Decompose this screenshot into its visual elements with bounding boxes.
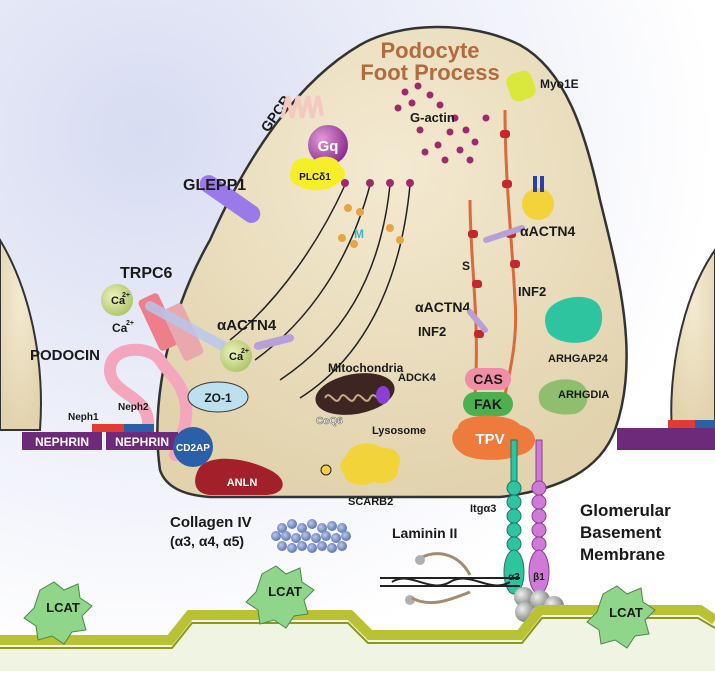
nephrin-far-right-icon bbox=[617, 428, 715, 450]
g-actin-label: G-actin bbox=[410, 110, 455, 125]
myosin-beads bbox=[338, 204, 404, 248]
tpv-label: TPV bbox=[475, 431, 504, 448]
actn4-label-right: αACTN4 bbox=[520, 223, 575, 239]
integrin-beta1-chain bbox=[528, 439, 550, 595]
integrin-b1-label: β1 bbox=[533, 572, 545, 583]
actn4-label-left: αACTN4 bbox=[217, 317, 277, 334]
glepp1-icon bbox=[199, 175, 261, 223]
calcium-ion-inside-charge: 2+ bbox=[241, 348, 249, 355]
actn4-ring-stalk-b bbox=[540, 176, 544, 192]
gq-protein-icon bbox=[308, 125, 348, 165]
collagen-label-line1: Collagen IV bbox=[170, 514, 252, 531]
calcium-ion-inside-label: Ca bbox=[229, 351, 244, 363]
adck4-icon bbox=[376, 386, 390, 404]
gpcr-receptor-icon bbox=[280, 95, 324, 119]
diagram-title-line1: Podocyte bbox=[380, 38, 479, 63]
anln-icon bbox=[195, 458, 283, 495]
calcium-flux-arrow bbox=[145, 301, 235, 355]
neph1-label: Neph1 bbox=[68, 412, 99, 423]
lcat-icon-1 bbox=[23, 581, 93, 645]
gbm-label-line2: Basement bbox=[580, 523, 662, 542]
arhgdia-label: ARHGDIA bbox=[558, 389, 609, 401]
lcat-label-2: LCAT bbox=[268, 584, 302, 599]
fak-label: FAK bbox=[474, 396, 502, 412]
cas-icon bbox=[465, 368, 511, 390]
podocin-icon bbox=[103, 343, 193, 461]
anln-label: ANLN bbox=[227, 477, 258, 489]
coq6-label: CoQ6 bbox=[316, 416, 343, 427]
nephrin-right-label: NEPHRIN bbox=[115, 435, 169, 449]
lysosome-icon bbox=[340, 443, 401, 485]
neph2-far-right-icon bbox=[695, 420, 715, 428]
arhgap24-icon bbox=[545, 296, 603, 343]
calcium-ion-inside-icon bbox=[220, 340, 252, 372]
calcium-ion-outside-charge: 2+ bbox=[122, 292, 130, 299]
neph1-icon bbox=[92, 424, 132, 432]
lcat-icon-2 bbox=[245, 565, 315, 629]
laminin-icon bbox=[380, 552, 520, 605]
cas-label: CAS bbox=[473, 371, 503, 387]
calcium-ion-channel-charge: 2+ bbox=[126, 320, 134, 327]
lysosome-label: Lysosome bbox=[372, 425, 426, 437]
fak-icon bbox=[463, 392, 513, 416]
zo1-label: ZO-1 bbox=[204, 391, 232, 405]
stress-fiber-ends bbox=[341, 179, 414, 187]
cd2ap-icon bbox=[173, 427, 213, 467]
neph2-label: Neph2 bbox=[118, 402, 149, 413]
actin-s-label: S bbox=[462, 259, 470, 273]
laminin-label: Laminin II bbox=[392, 525, 457, 541]
arhgap24-label: ARHGAP24 bbox=[548, 353, 609, 365]
gq-label: Gq bbox=[318, 138, 339, 155]
itga3-label: Itgα3 bbox=[470, 503, 496, 515]
nephrin-right-icon bbox=[106, 432, 178, 450]
mitochondria-label: Mitochondria bbox=[328, 361, 404, 375]
gbm-label-line3: Membrane bbox=[580, 545, 665, 564]
calcium-ion-outside-icon bbox=[101, 284, 133, 316]
calcium-ion-channel-label: Ca bbox=[112, 321, 128, 335]
plc-delta1-icon bbox=[290, 156, 345, 191]
cd2ap-label: CD2AP bbox=[176, 443, 210, 454]
actn4-ring-stalk-a bbox=[533, 176, 537, 192]
mitochondria-cristae bbox=[324, 394, 386, 402]
calcium-ion-outside-label: Ca bbox=[111, 295, 126, 307]
adck4-label: ADCK4 bbox=[398, 372, 437, 384]
myo1e-icon bbox=[506, 70, 536, 102]
plc-label: PLCδ1 bbox=[299, 172, 331, 183]
myo1e-label: Myo1E bbox=[540, 77, 579, 91]
mitochondria-icon bbox=[315, 373, 395, 415]
glepp1-label: GLEPP1 bbox=[183, 177, 246, 194]
collagen-iv-network-icon bbox=[271, 519, 351, 553]
diagram-title-line2: Foot Process bbox=[360, 60, 499, 85]
lysosome-vesicle-icon bbox=[320, 464, 332, 476]
actn4-mid-icon bbox=[483, 225, 525, 243]
lcat-label-3: LCAT bbox=[609, 605, 643, 620]
g-actin-monomers bbox=[394, 82, 490, 164]
scarb2-label: SCARB2 bbox=[348, 496, 393, 508]
collagen-label-line2: (α3, α4, α5) bbox=[170, 533, 244, 549]
actn4-lower-icon bbox=[467, 309, 488, 333]
left-neighbor-foot-process bbox=[0, 238, 42, 431]
lcat-label-1: LCAT bbox=[46, 600, 80, 615]
inf2-label-right: INF2 bbox=[518, 284, 546, 299]
neph2-icon bbox=[124, 424, 154, 432]
actn4-crosslinkers bbox=[468, 130, 520, 338]
actn4-label-mid: αACTN4 bbox=[415, 299, 470, 315]
arhgdia-icon bbox=[538, 379, 588, 415]
myosin-m-label: M bbox=[354, 227, 364, 241]
inf2-label-mid: INF2 bbox=[418, 324, 446, 339]
neph1-far-right-icon bbox=[668, 420, 698, 428]
nephrin-left-label: NEPHRIN bbox=[35, 435, 89, 449]
actn4-ring-icon bbox=[522, 188, 554, 220]
zo1-icon bbox=[187, 381, 249, 413]
trpc6-label: TRPC6 bbox=[120, 265, 173, 282]
gbm-label-line1: Glomerular bbox=[580, 501, 671, 520]
lcat-icon-3 bbox=[586, 585, 656, 649]
actn4-left-icon bbox=[254, 334, 294, 350]
nephrin-left-icon bbox=[22, 432, 102, 450]
podocin-label: PODOCIN bbox=[30, 347, 100, 364]
